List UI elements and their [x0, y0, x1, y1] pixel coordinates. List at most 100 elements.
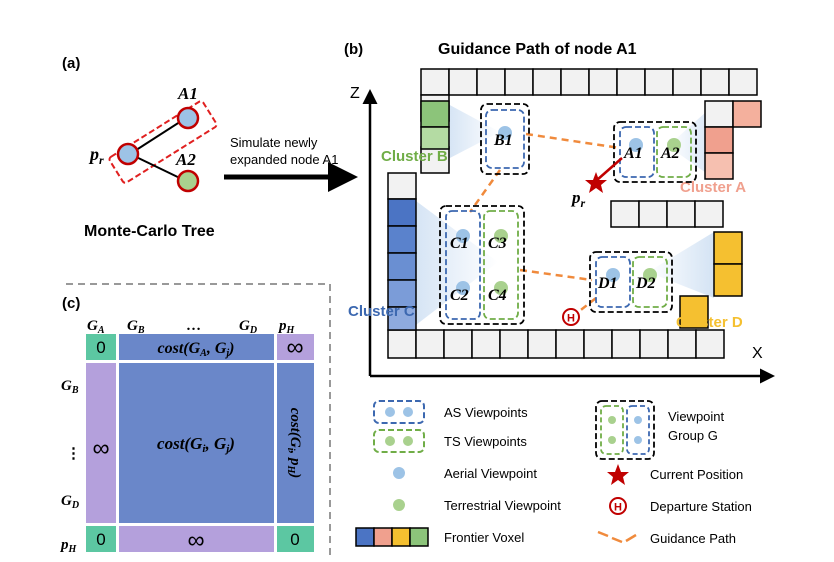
cluster-b-voxels: [420, 100, 450, 150]
tree-node-a1: [176, 106, 200, 130]
legend-path-label: Guidance Path: [650, 531, 736, 546]
legend-as-dot-1: [385, 407, 395, 417]
cell-bottom-mid: [119, 526, 274, 552]
group-d2-ts-box: [632, 256, 668, 308]
row-header-gd: GD: [61, 493, 79, 511]
legend-frontier-swatch: [355, 527, 429, 547]
col-header-dots: …: [186, 318, 201, 334]
b1-aerial-dot: [498, 126, 512, 140]
cell-top-right: [277, 334, 314, 360]
col-header-gd: GD: [239, 318, 257, 336]
group-b1-label: B1: [493, 132, 513, 149]
panel-b-label: (b): [344, 41, 363, 58]
cell-top-mid: [119, 334, 274, 360]
legend-departure-letter: H: [614, 502, 622, 514]
legend-aerial-label: Aerial Viewpoint: [444, 466, 537, 481]
legend-path-swatch: [597, 530, 637, 544]
c4-terrestrial-dot: [494, 281, 508, 295]
panel-a-caption: Monte-Carlo Tree: [84, 223, 215, 240]
d2-terrestrial-dot: [643, 268, 657, 282]
cluster-b-label: Cluster B: [381, 148, 448, 165]
cell-bottom-left-text: 0: [96, 530, 105, 549]
panel-b-title: Guidance Path of node A1: [438, 41, 637, 58]
legend-group-swatch: [595, 400, 655, 460]
cell-top-right-text: ∞: [286, 334, 303, 361]
col-header-gb: GB: [127, 318, 145, 336]
cluster-d-label: Cluster D: [676, 314, 743, 331]
cell-bottom-right-text: 0: [290, 530, 299, 549]
axis-z-label: Z: [350, 85, 360, 102]
row-header-gb: GB: [61, 378, 79, 396]
legend-group-as: [626, 405, 650, 455]
group-b1-as-box: [485, 109, 525, 169]
group-c-ts-box: [483, 210, 519, 320]
legend-departure-icon: [609, 497, 627, 515]
legend-ts-dot-2: [403, 436, 413, 446]
legend-as-dot-2: [403, 407, 413, 417]
cell-top-mid-text: cost(GA, Gj): [158, 340, 235, 359]
frustum-cluster-a: [668, 103, 716, 180]
row-header-ph: pH: [59, 537, 78, 555]
arrow-text-line2: expanded node A1: [230, 152, 338, 167]
legend-frontier-label: Frontier Voxel: [444, 530, 524, 545]
current-position-label: pr: [570, 188, 586, 210]
tree-node-a2: [176, 169, 200, 193]
cell-top-left-text: 0: [96, 338, 105, 357]
cell-bottom-left: [86, 526, 116, 552]
cluster-d-voxels: [679, 231, 743, 329]
group-d1-label: D1: [597, 275, 618, 292]
cluster-c-voxels: [387, 198, 417, 331]
legend-group-ts: [600, 405, 624, 455]
group-c4-label: C4: [488, 287, 507, 304]
group-c-box: [439, 205, 525, 325]
group-a-box: [613, 121, 697, 183]
c1-aerial-dot: [456, 229, 470, 243]
departure-station-letter: H: [567, 313, 575, 325]
axis-x-label: X: [752, 345, 763, 362]
current-position-star: [585, 172, 607, 193]
legend-as-swatch: [373, 400, 425, 424]
legend-ts-swatch: [373, 429, 425, 453]
legend: AS Viewpoints TS Viewpoints Aerial Viewp…: [355, 400, 752, 547]
cell-bottom-right: [277, 526, 314, 552]
group-a2-label: A2: [660, 145, 680, 162]
cell-center: [119, 363, 274, 523]
legend-group-label-1: Viewpoint: [668, 409, 725, 424]
voxel-walls: [387, 68, 758, 359]
cell-bottom-mid-text: ∞: [187, 527, 204, 554]
legend-group-dot-2: [608, 436, 616, 444]
tree-label-a2: A2: [175, 150, 196, 169]
legend-departure-label: Departure Station: [650, 499, 752, 514]
c3-terrestrial-dot: [494, 229, 508, 243]
group-d2-label: D2: [635, 275, 656, 292]
legend-ts-label: TS Viewpoints: [444, 434, 527, 449]
group-d1-as-box: [595, 256, 631, 308]
cell-right-mid: [277, 363, 314, 523]
a1-aerial-dot: [629, 138, 643, 152]
tree-label-pr: pr: [88, 144, 104, 167]
legend-group-dot-4: [634, 436, 642, 444]
legend-ts-dot-1: [385, 436, 395, 446]
group-c2-label: C2: [450, 287, 469, 304]
tree-node-pr: [116, 142, 140, 166]
frustum-cluster-c: [412, 198, 498, 328]
panel-b: (b) Guidance Path of node A1 Z X: [344, 41, 775, 384]
cell-center-text: cost(Gi, Gj): [157, 434, 235, 455]
legend-aerial-dot: [393, 467, 405, 479]
cell-left-mid: [86, 363, 116, 523]
tree-edge-a2: [129, 153, 187, 182]
cluster-a-voxels: [704, 100, 762, 180]
panel-c-label: (c): [62, 295, 80, 312]
selected-branch-highlight: [108, 100, 218, 184]
tree-edge-a1: [129, 117, 187, 155]
legend-terrestrial-label: Terrestrial Viewpoint: [444, 498, 561, 513]
cell-right-mid-text: cost(Gi, pH): [285, 408, 303, 479]
col-header-ga: GA: [87, 318, 105, 336]
group-c1-label: C1: [450, 235, 469, 252]
departure-station-icon: [562, 308, 580, 326]
cluster-c-label: Cluster C: [348, 303, 415, 320]
legend-group-dot-1: [608, 416, 616, 424]
current-to-a1-link: [596, 157, 623, 181]
panel-c: (c) GA GB … GD pH GB ⋮ GD pH 0 cost(GA, …: [59, 295, 314, 555]
